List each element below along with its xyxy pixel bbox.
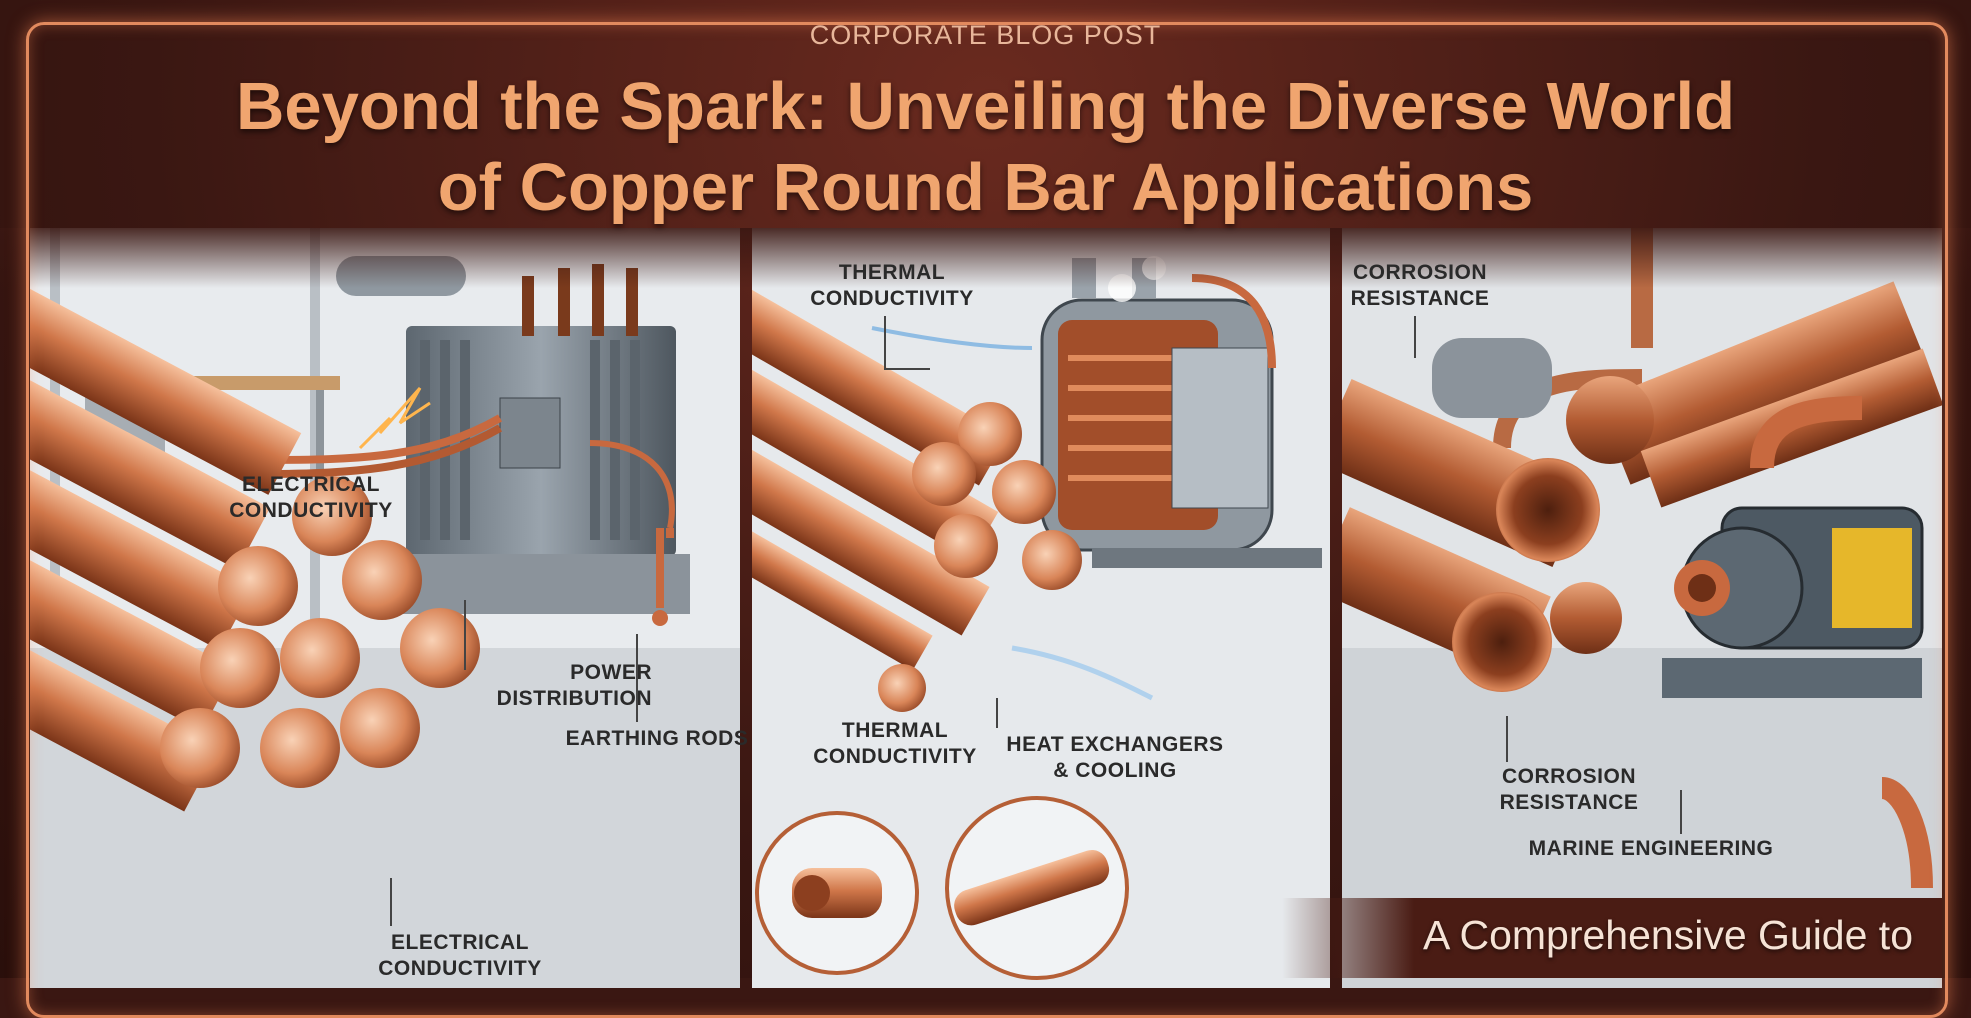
page-title: Beyond the Spark: Unveiling the Diverse … <box>60 66 1911 228</box>
panel-electrical-illustration <box>30 228 740 988</box>
leader-line <box>1414 316 1416 358</box>
leader-line <box>636 634 638 722</box>
footer-subtitle: A Comprehensive Guide to <box>1423 912 1913 958</box>
callout-thermal-conductivity-top: THERMAL CONDUCTIVITY <box>792 260 992 312</box>
callout-line: CONDUCTIVITY <box>813 745 977 768</box>
callout-corrosion-resistance-bottom: CORROSION RESISTANCE <box>1474 764 1664 816</box>
callout-line: CORROSION <box>1352 261 1487 284</box>
callout-line: HEAT EXCHANGERS <box>1006 733 1224 756</box>
callout-heat-exchangers: HEAT EXCHANGERS & COOLING <box>1000 732 1230 784</box>
post-category-label: CORPORATE BLOG POST <box>809 20 1162 50</box>
callout-marine-engineering: MARINE ENGINEERING <box>1526 836 1776 862</box>
callout-line: & COOLING <box>1053 759 1177 782</box>
electrical-illustration <box>30 228 740 988</box>
callout-line: CONDUCTIVITY <box>229 499 393 522</box>
callout-line: EARTHING RODS <box>565 727 749 750</box>
callout-line: CORROSION <box>1501 765 1636 788</box>
callout-line: RESISTANCE <box>1350 287 1490 310</box>
callout-electrical-conductivity-top: ELECTRICAL CONDUCTIVITY <box>206 472 416 524</box>
leader-line <box>390 878 392 926</box>
callout-corrosion-resistance-top: CORROSION RESISTANCE <box>1330 260 1510 312</box>
callout-power-distribution: POWER DISTRIBUTION <box>452 660 652 712</box>
thermal-illustration <box>752 228 1330 988</box>
title-line-1: Beyond the Spark: Unveiling the Diverse … <box>235 69 1736 144</box>
callout-electrical-conductivity-bottom: ELECTRICAL CONDUCTIVITY <box>360 930 560 982</box>
callout-thermal-conductivity-bottom: THERMAL CONDUCTIVITY <box>800 718 990 770</box>
callout-line: ELECTRICAL <box>242 473 380 496</box>
callout-line: THERMAL <box>841 719 949 742</box>
panel-thermal-illustration <box>752 228 1330 988</box>
footer-band <box>1282 898 1942 978</box>
callout-line: DISTRIBUTION <box>496 687 652 710</box>
callout-line: MARINE ENGINEERING <box>1528 837 1774 860</box>
callout-line: ELECTRICAL <box>391 931 529 954</box>
callout-line: RESISTANCE <box>1499 791 1639 814</box>
callout-line: CONDUCTIVITY <box>378 957 542 980</box>
leader-line <box>464 600 466 670</box>
leader-line <box>884 368 930 370</box>
leader-line <box>884 316 886 370</box>
leader-line <box>1680 790 1682 834</box>
callout-line: POWER <box>570 661 652 684</box>
callout-earthing-rods: EARTHING RODS <box>562 726 752 752</box>
leader-line <box>1506 716 1508 762</box>
title-line-2: of Copper Round Bar Applications <box>437 150 1534 225</box>
callout-line: CONDUCTIVITY <box>810 287 974 310</box>
leader-line <box>996 698 998 728</box>
callout-line: THERMAL <box>838 261 946 284</box>
